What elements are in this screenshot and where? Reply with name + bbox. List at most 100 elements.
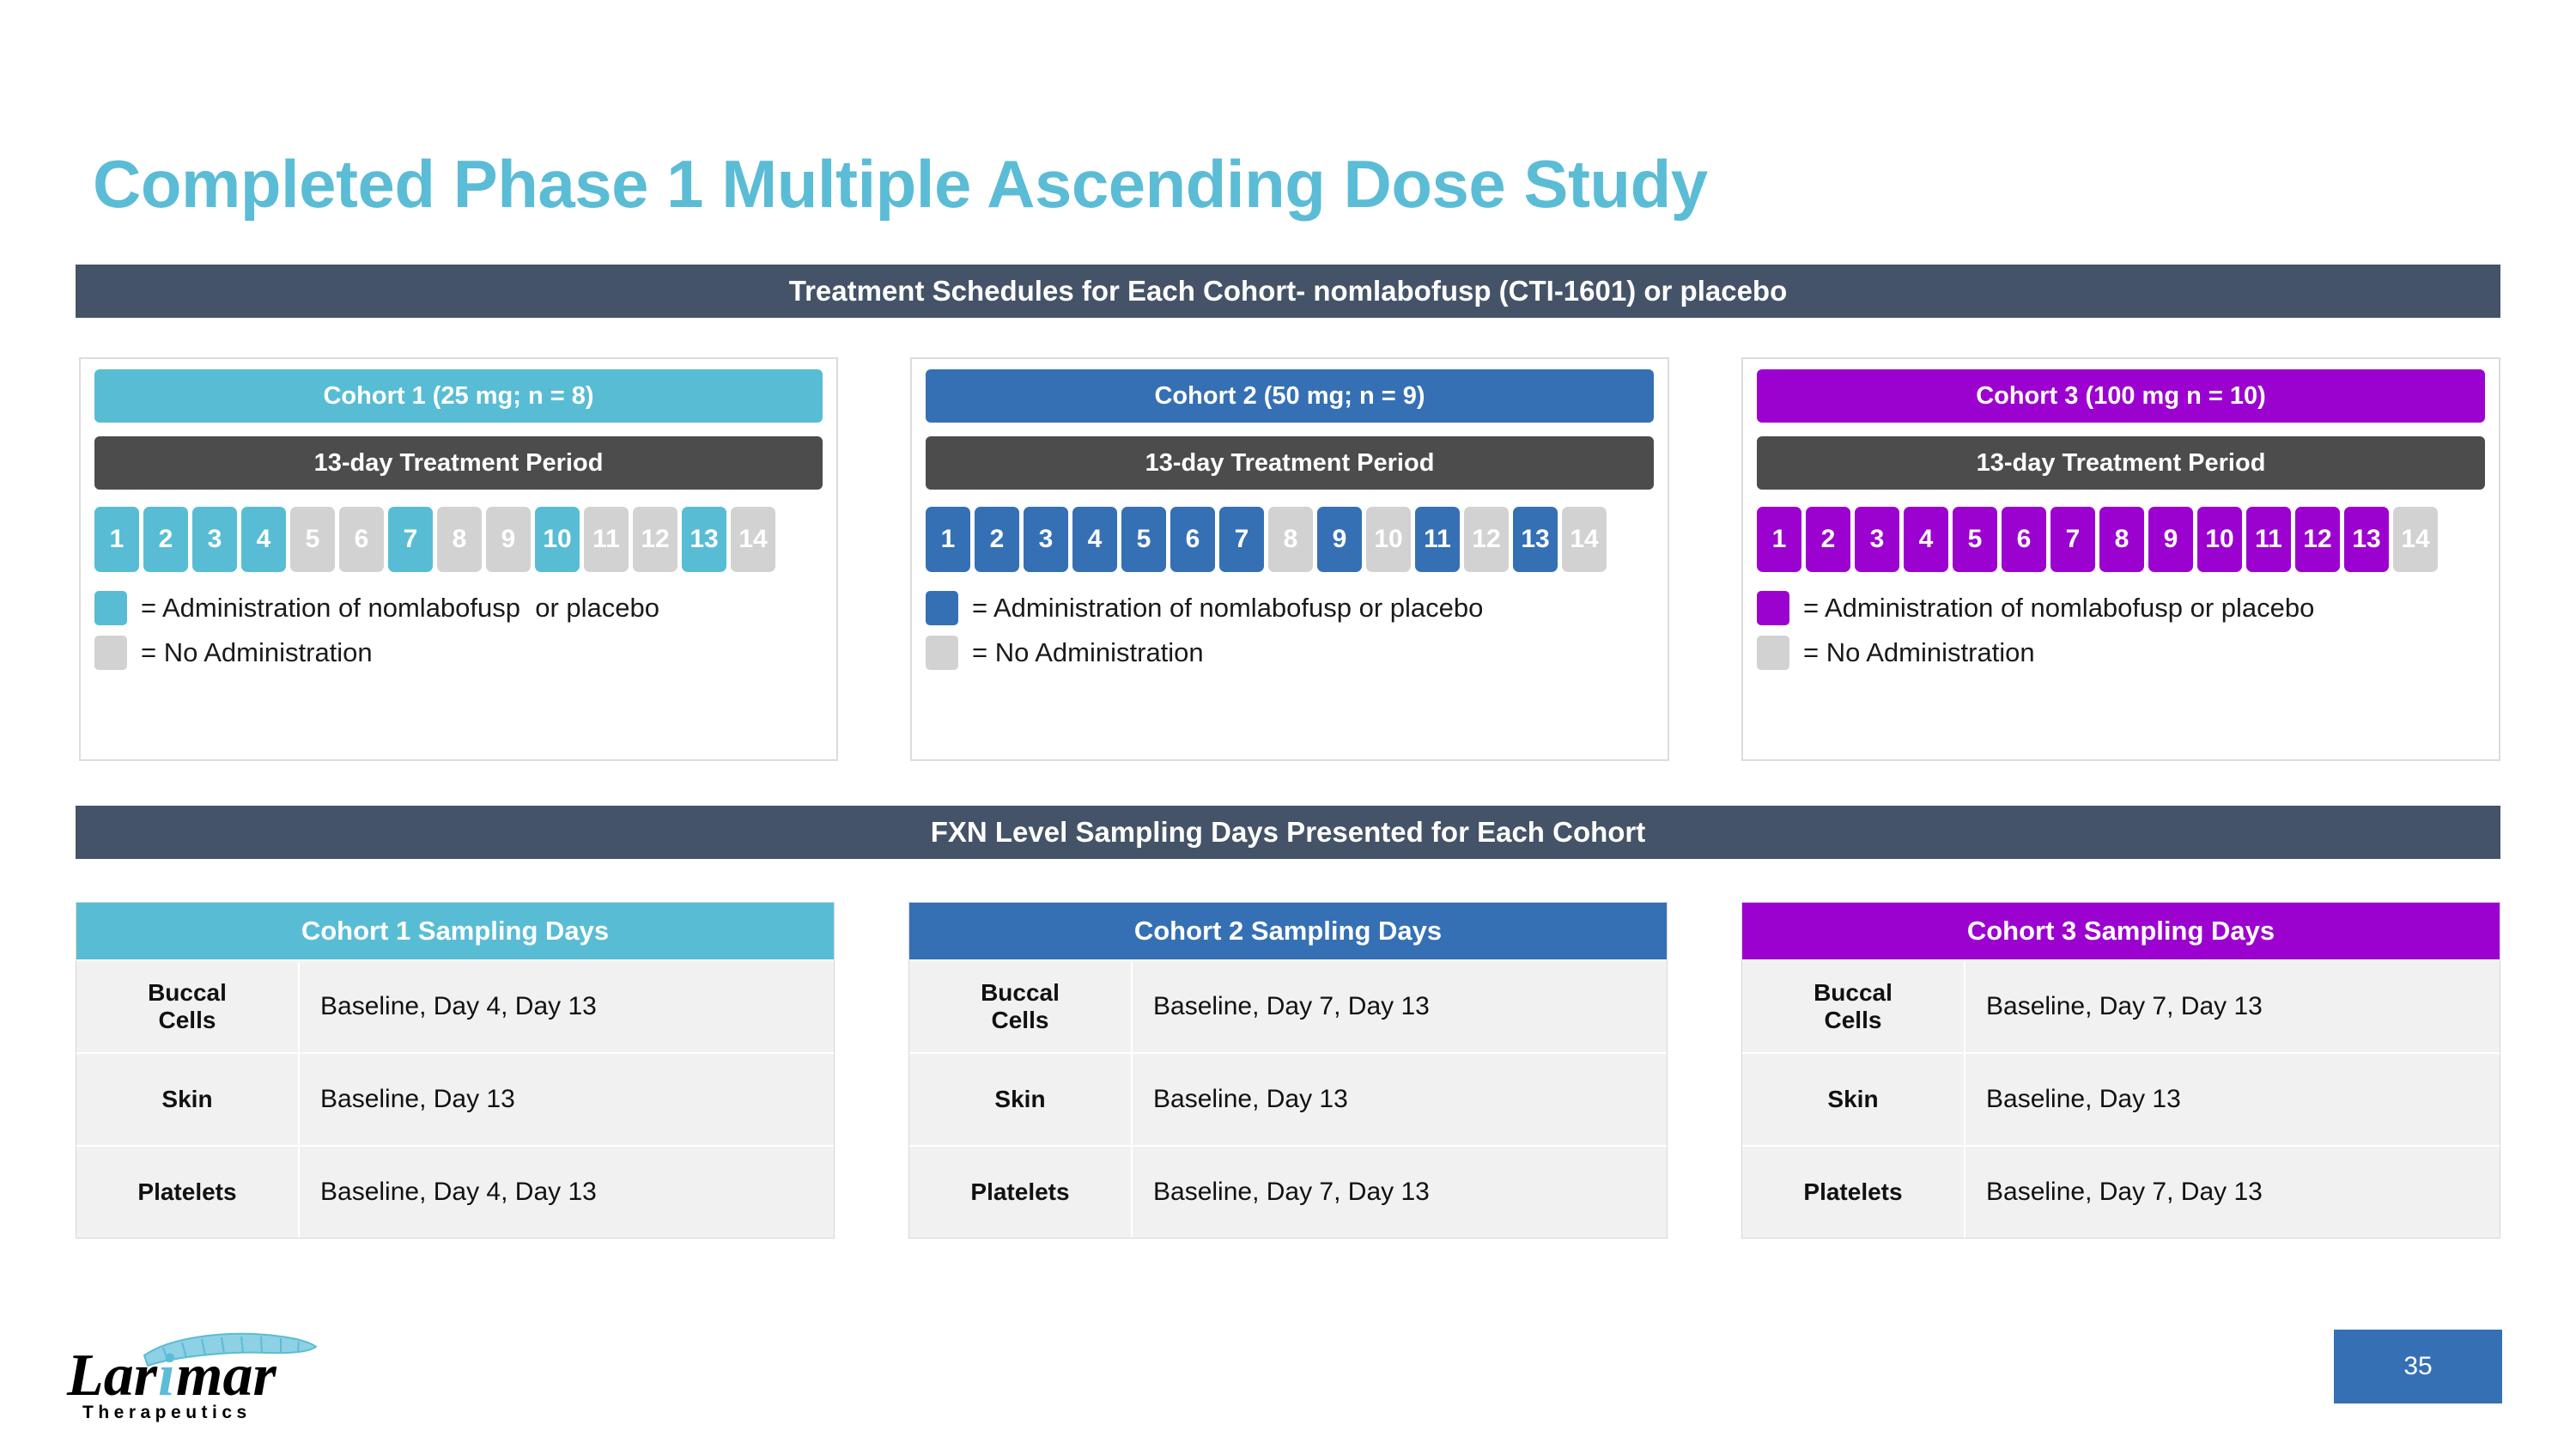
- page-number-badge: 35: [2334, 1330, 2502, 1403]
- day-box-13: 13: [2344, 507, 2389, 572]
- day-box-8: 8: [2099, 507, 2144, 572]
- legend-no-administration-1: = No Administration: [94, 636, 823, 670]
- table-row: Platelets Baseline, Day 4, Day 13: [76, 1145, 834, 1238]
- cohort-schedule-panels: Cohort 1 (25 mg; n = 8) 13-day Treatment …: [79, 357, 2500, 761]
- sample-days-value: Baseline, Day 7, Day 13: [1986, 1178, 2263, 1206]
- day-box-6: 6: [339, 507, 384, 572]
- legend-label-administration: = Administration of nomlabofusp or place…: [1803, 593, 2315, 623]
- table-row: Platelets Baseline, Day 7, Day 13: [1742, 1145, 2500, 1238]
- day-box-9: 9: [1317, 507, 1362, 572]
- day-box-13: 13: [1513, 507, 1558, 572]
- day-box-10: 10: [1366, 507, 1411, 572]
- treatment-period-bar-2: 13-day Treatment Period: [926, 436, 1654, 490]
- day-box-7: 7: [388, 507, 433, 572]
- sampling-table-title-3: Cohort 3 Sampling Days: [1742, 903, 2500, 959]
- day-box-11: 11: [2246, 507, 2291, 572]
- day-box-14: 14: [731, 507, 775, 572]
- day-box-3: 3: [192, 507, 237, 572]
- legend-administration-3: = Administration of nomlabofusp or place…: [1757, 591, 2485, 625]
- sample-type-label: Skin: [909, 1054, 1133, 1145]
- treatment-period-bar-3: 13-day Treatment Period: [1757, 436, 2485, 490]
- day-box-5: 5: [1121, 507, 1166, 572]
- day-box-4: 4: [1904, 507, 1948, 572]
- sample-days-value: Baseline, Day 13: [320, 1085, 515, 1113]
- day-box-3: 3: [1855, 507, 1899, 572]
- sample-days-value: Baseline, Day 4, Day 13: [320, 1178, 597, 1206]
- day-box-12: 12: [633, 507, 677, 572]
- treatment-schedules-header: Treatment Schedules for Each Cohort- nom…: [76, 265, 2500, 318]
- day-box-12: 12: [2295, 507, 2340, 572]
- day-box-12: 12: [1464, 507, 1509, 572]
- legend-no-administration-2: = No Administration: [926, 636, 1654, 670]
- logo-tagline: Therapeutics: [82, 1403, 252, 1422]
- day-box-6: 6: [1170, 507, 1215, 572]
- cohort-title-3: Cohort 3 (100 mg n = 10): [1757, 369, 2485, 423]
- sample-type-label: Skin: [1742, 1054, 1965, 1145]
- day-box-2: 2: [1806, 507, 1850, 572]
- logo-letter-i: i: [158, 1342, 175, 1409]
- legend-swatch-no-administration: [926, 636, 958, 670]
- sample-type-label: Platelets: [1742, 1147, 1965, 1238]
- sample-days-value: Baseline, Day 13: [1153, 1085, 1348, 1113]
- legend-label-administration: = Administration of nomlabofusp or place…: [972, 593, 1484, 623]
- day-box-1: 1: [926, 507, 970, 572]
- day-box-1: 1: [1757, 507, 1801, 572]
- day-box-2: 2: [143, 507, 188, 572]
- logo-wordmark-larimar: Lar: [66, 1342, 158, 1409]
- legend-no-administration-3: = No Administration: [1757, 636, 2485, 670]
- day-box-5: 5: [1953, 507, 1997, 572]
- day-box-8: 8: [1268, 507, 1313, 572]
- cohort-title-1: Cohort 1 (25 mg; n = 8): [94, 369, 823, 423]
- day-box-4: 4: [1072, 507, 1117, 572]
- day-box-9: 9: [2148, 507, 2193, 572]
- day-box-2: 2: [975, 507, 1019, 572]
- legend-swatch-administration: [1757, 591, 1789, 625]
- legend-swatch-no-administration: [1757, 636, 1789, 670]
- cohort-title-2: Cohort 2 (50 mg; n = 9): [926, 369, 1654, 423]
- table-row: Skin Baseline, Day 13: [909, 1052, 1667, 1145]
- fxn-sampling-header: FXN Level Sampling Days Presented for Ea…: [76, 806, 2500, 859]
- legend-label-no-administration: = No Administration: [972, 637, 1204, 667]
- sample-type-label: Skin: [76, 1054, 300, 1145]
- day-box-10: 10: [535, 507, 580, 572]
- cohort-panel-2: Cohort 2 (50 mg; n = 9) 13-day Treatment …: [910, 357, 1669, 761]
- sample-type-label: Buccal Cells: [909, 961, 1133, 1052]
- sample-days-value: Baseline, Day 7, Day 13: [1153, 1178, 1430, 1206]
- sample-type-label: Buccal Cells: [1742, 961, 1965, 1052]
- day-box-11: 11: [1415, 507, 1460, 572]
- sample-days-value: Baseline, Day 7, Day 13: [1986, 992, 2263, 1020]
- sampling-table-title-2: Cohort 2 Sampling Days: [909, 903, 1667, 959]
- day-box-5: 5: [290, 507, 335, 572]
- table-row: Buccal Cells Baseline, Day 7, Day 13: [1742, 959, 2500, 1052]
- sample-type-label: Buccal Cells: [76, 961, 300, 1052]
- day-box-7: 7: [2050, 507, 2095, 572]
- cohort-panel-3: Cohort 3 (100 mg n = 10) 13-day Treatment…: [1741, 357, 2500, 761]
- table-row: Skin Baseline, Day 13: [76, 1052, 834, 1145]
- day-box-13: 13: [682, 507, 726, 572]
- legend-swatch-administration: [94, 591, 127, 625]
- legend-label-administration: = Administration of nomlabofusp or place…: [141, 593, 660, 623]
- legend-swatch-no-administration: [94, 636, 127, 670]
- sample-type-label: Platelets: [76, 1147, 300, 1238]
- page-title: Completed Phase 1 Multiple Ascending Dos…: [93, 146, 1708, 222]
- day-box-4: 4: [241, 507, 286, 572]
- logo-graphic: Lar i mar Therapeutics: [66, 1332, 318, 1422]
- day-box-3: 3: [1024, 507, 1068, 572]
- sampling-table-title-1: Cohort 1 Sampling Days: [76, 903, 834, 959]
- sample-days-value: Baseline, Day 7, Day 13: [1153, 992, 1430, 1020]
- day-box-14: 14: [2393, 507, 2438, 572]
- legend-swatch-administration: [926, 591, 958, 625]
- day-box-1: 1: [94, 507, 139, 572]
- larimar-logo: Lar i mar Therapeutics: [62, 1330, 345, 1422]
- legend-administration-1: = Administration of nomlabofusp or place…: [94, 591, 823, 625]
- treatment-period-bar-1: 13-day Treatment Period: [94, 436, 823, 490]
